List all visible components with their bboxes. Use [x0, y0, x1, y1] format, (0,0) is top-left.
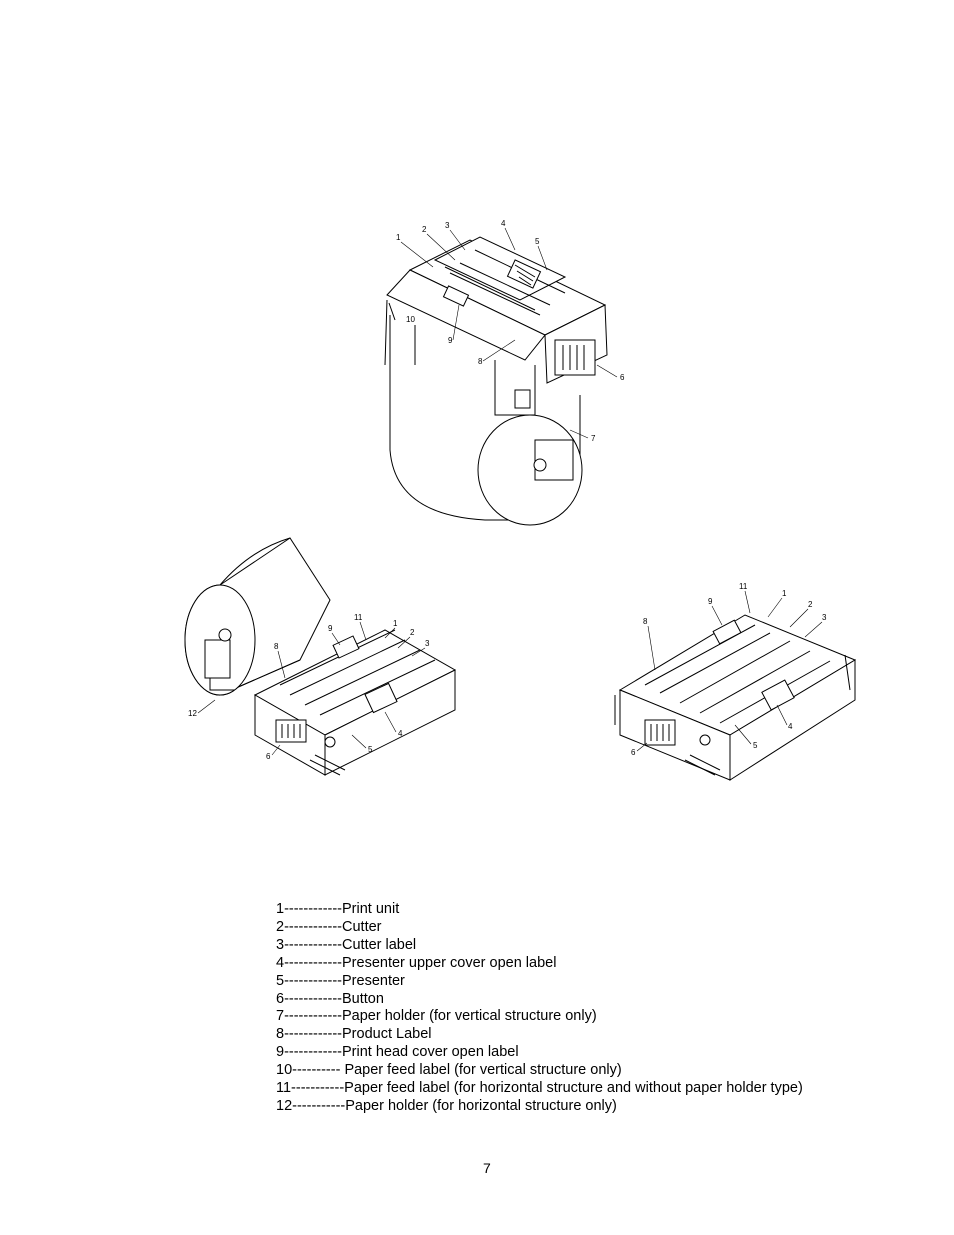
callout-2: 2	[808, 600, 813, 609]
legend-item: 5------------Presenter	[276, 972, 405, 989]
legend-item: 8------------Product Label	[276, 1026, 432, 1043]
legend-item: 3------------Cutter label	[276, 936, 417, 953]
callout-1: 1	[782, 589, 787, 598]
callout-11: 11	[354, 613, 363, 622]
horizontal-with-holder-drawing: 11 9 1 2 3 8 12 4 5 6	[184, 537, 457, 776]
callout-4: 4	[398, 729, 403, 738]
page-number: 7	[483, 1160, 491, 1176]
callout-3: 3	[425, 639, 430, 648]
callout-5: 5	[535, 237, 540, 246]
legend-item: 10---------- Paper feed label (for verti…	[276, 1062, 622, 1079]
vertical-structure-drawing: 1 2 3 4 5 10 9 8 6 7	[384, 219, 625, 526]
callout-5: 5	[368, 745, 373, 754]
callout-4: 4	[788, 722, 793, 731]
callout-3: 3	[822, 613, 827, 622]
callout-7: 7	[591, 434, 596, 443]
legend-item: 2------------Cutter	[276, 918, 382, 935]
legend-item: 7------------Paper holder (for vertical …	[276, 1008, 597, 1025]
callout-6: 6	[631, 748, 636, 757]
legend-item: 9------------Print head cover open label	[276, 1044, 519, 1061]
legend-item: 11-----------Paper feed label (for horiz…	[276, 1080, 803, 1097]
callout-2: 2	[422, 225, 427, 234]
legend-item: 1------------Print unit	[276, 901, 400, 917]
callout-12: 12	[188, 709, 197, 718]
callout-9: 9	[328, 624, 333, 633]
callout-6: 6	[266, 752, 271, 761]
legend-item: 12-----------Paper holder (for horizonta…	[276, 1097, 617, 1114]
callout-11: 11	[739, 582, 748, 591]
callout-3: 3	[445, 221, 450, 230]
callout-2: 2	[410, 628, 415, 637]
callout-6: 6	[620, 373, 625, 382]
callout-5: 5	[753, 741, 758, 750]
parts-legend: 1------------Print unit 2------------Cut…	[276, 901, 803, 1116]
callout-8: 8	[274, 642, 279, 651]
callout-10: 10	[406, 315, 415, 324]
horizontal-without-holder-drawing: 11 9 1 2 3 8 4 5 6	[614, 582, 857, 781]
callout-9: 9	[448, 336, 453, 345]
legend-item: 6------------Button	[276, 990, 384, 1007]
callout-1: 1	[393, 619, 398, 628]
callout-1: 1	[396, 233, 401, 242]
callout-8: 8	[478, 357, 483, 366]
callout-8: 8	[643, 617, 648, 626]
callout-4: 4	[501, 219, 506, 228]
legend-item: 4------------Presenter upper cover open …	[276, 954, 557, 971]
callout-9: 9	[708, 597, 713, 606]
